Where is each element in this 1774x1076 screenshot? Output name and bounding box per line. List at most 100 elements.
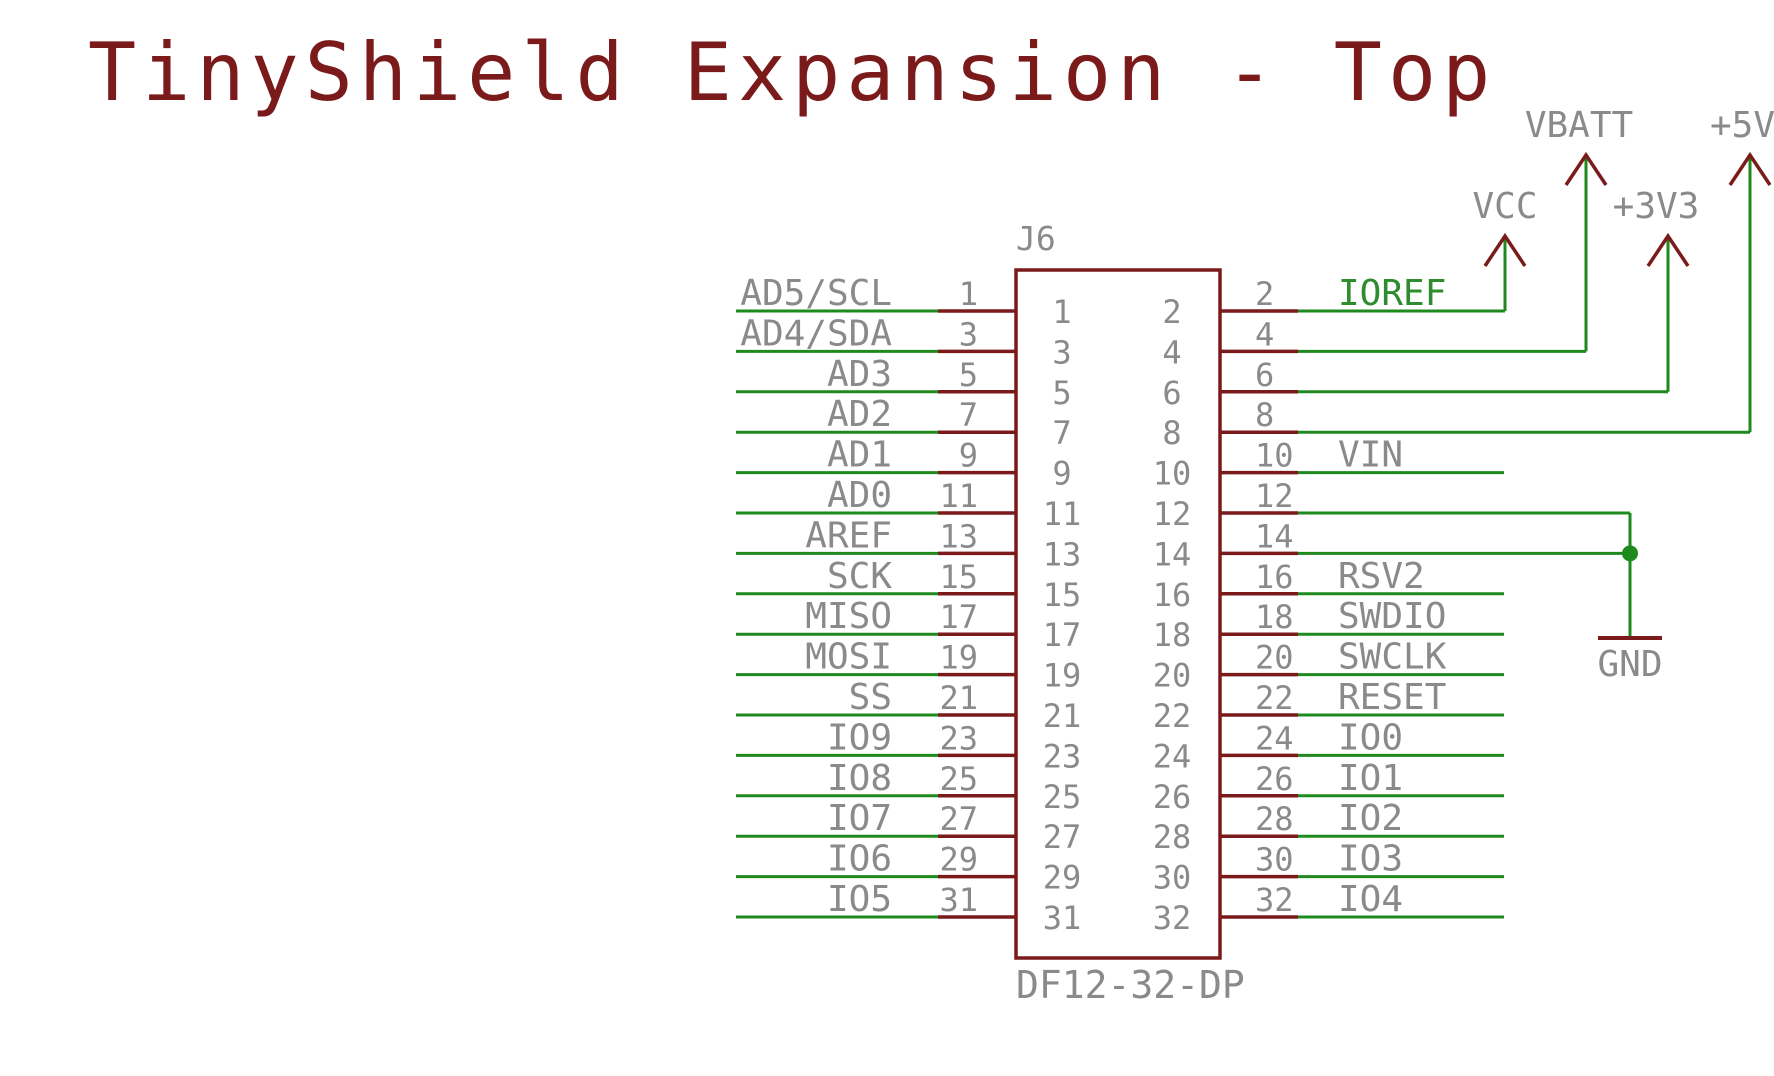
vbatt-symbol: VBATT: [1298, 105, 1633, 353]
signal-label: IO0: [1338, 717, 1403, 758]
v5-symbol: +5V: [1298, 105, 1774, 434]
signal-label: AD5/SCL: [740, 273, 892, 314]
pin-number-outer: 3: [959, 315, 978, 353]
signal-label: IO7: [827, 798, 892, 839]
pin-number-outer: 18: [1255, 598, 1294, 636]
part-reference: J6: [1016, 219, 1056, 258]
pin-number-inner: 21: [1043, 697, 1082, 735]
signal-label: RESET: [1338, 677, 1446, 718]
left-pin-25: 25 IO8 25: [736, 758, 1081, 816]
pin-number-inner: 3: [1052, 333, 1071, 371]
pin-number-inner: 26: [1153, 778, 1192, 816]
signal-label: AD1: [827, 435, 892, 476]
right-pin-28: 28 28 IO2: [1153, 798, 1504, 856]
v3v3-arrow: [1646, 232, 1690, 267]
signal-label: IO5: [827, 879, 892, 920]
signal-label: IOREF: [1338, 273, 1446, 314]
pin-number-outer: 2: [1255, 275, 1274, 313]
vbatt-label: VBATT: [1525, 105, 1633, 146]
pin-number-outer: 21: [939, 679, 978, 717]
signal-label: SWCLK: [1338, 637, 1447, 678]
pin-number-inner: 31: [1043, 899, 1082, 937]
gnd-label: GND: [1597, 644, 1662, 685]
left-pin-27: 27 IO7 27: [736, 798, 1081, 856]
pin-number-inner: 7: [1052, 414, 1071, 452]
part-value: DF12-32-DP: [1016, 963, 1245, 1007]
signal-label: SCK: [827, 556, 892, 597]
pin-number-outer: 9: [959, 437, 978, 475]
pin-number-inner: 2: [1162, 293, 1181, 331]
signal-label: IO8: [827, 758, 892, 799]
pin-number-inner: 29: [1043, 859, 1082, 897]
schematic-title: TinyShield Expansion - Top: [88, 26, 1496, 119]
pin-number-outer: 5: [959, 356, 978, 394]
pin-number-inner: 22: [1153, 697, 1192, 735]
pin-number-inner: 15: [1043, 576, 1082, 614]
pin-number-inner: 1: [1052, 293, 1071, 331]
pin-number-outer: 20: [1255, 639, 1294, 677]
right-pin-4: 44: [1162, 315, 1298, 371]
pin-number-inner: 25: [1043, 778, 1082, 816]
pin-number-inner: 10: [1153, 455, 1192, 493]
pin-number-outer: 27: [939, 800, 978, 838]
pin-number-outer: 31: [939, 881, 978, 919]
signal-label: MOSI: [805, 637, 892, 678]
vbatt-arrow: [1564, 151, 1608, 186]
signal-label: IO2: [1338, 798, 1403, 839]
signal-label: AD3: [827, 354, 892, 395]
signal-label: AREF: [805, 515, 892, 556]
signal-label: IO4: [1338, 879, 1403, 920]
pin-number-inner: 28: [1153, 818, 1192, 856]
signal-label: VIN: [1338, 435, 1403, 476]
pin-number-inner: 14: [1153, 535, 1192, 573]
pin-number-inner: 27: [1043, 818, 1082, 856]
pin-number-outer: 22: [1255, 679, 1294, 717]
pin-number-outer: 26: [1255, 760, 1294, 798]
pin-number-inner: 6: [1162, 374, 1181, 412]
pin-number-outer: 25: [939, 760, 978, 798]
right-pin-26: 26 26 IO1: [1153, 758, 1504, 816]
signal-label: AD2: [827, 394, 892, 435]
pin-number-outer: 12: [1255, 477, 1294, 515]
pin-number-outer: 14: [1255, 517, 1294, 555]
pin-number-outer: 4: [1255, 315, 1274, 353]
pin-number-inner: 16: [1153, 576, 1192, 614]
signal-label: IO1: [1338, 758, 1403, 799]
pin-number-outer: 28: [1255, 800, 1294, 838]
pin-number-outer: 19: [939, 639, 978, 677]
pin-number-inner: 13: [1043, 535, 1082, 573]
connector-body: [1014, 268, 1222, 960]
pin-number-inner: 24: [1153, 737, 1192, 775]
right-pin-6: 66: [1162, 356, 1298, 412]
pin-number-outer: 24: [1255, 719, 1294, 757]
pin-number-outer: 8: [1255, 396, 1274, 434]
pin-number-inner: 4: [1162, 333, 1181, 371]
signal-label: AD0: [827, 475, 892, 516]
signal-label: IO6: [827, 839, 892, 880]
pin-number-outer: 17: [939, 598, 978, 636]
pin-number-outer: 32: [1255, 881, 1294, 919]
pin-number-inner: 8: [1162, 414, 1181, 452]
signal-label: IO3: [1338, 839, 1403, 880]
v5-label: +5V: [1710, 105, 1774, 146]
pin-number-outer: 1: [959, 275, 978, 313]
signal-label: RSV2: [1338, 556, 1425, 597]
